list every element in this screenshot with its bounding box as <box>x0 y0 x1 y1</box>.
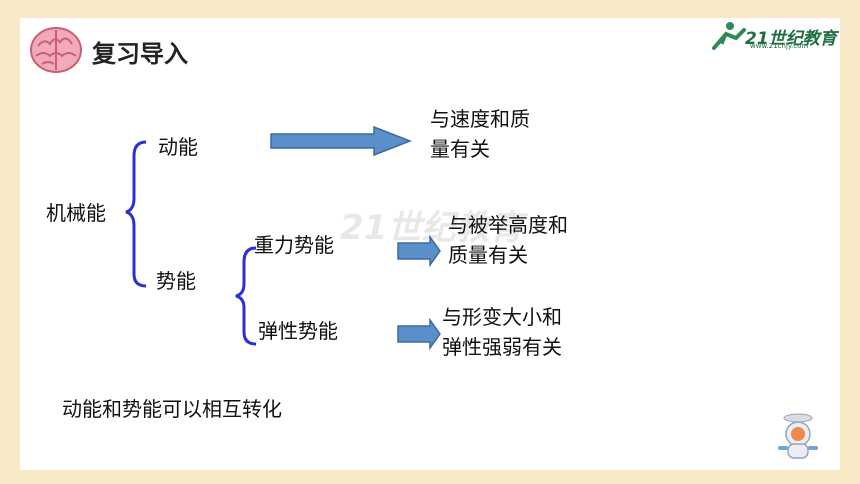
brain-icon <box>30 27 82 73</box>
note-kinetic-line1: 与速度和质 <box>430 107 530 131</box>
kinetic-arrow <box>270 125 413 157</box>
grav-arrow <box>397 234 441 268</box>
node-mechanical-energy: 机械能 <box>46 201 106 225</box>
note-kinetic-line2: 量有关 <box>430 137 490 161</box>
astronaut-icon <box>778 413 818 459</box>
note-grav-line2: 质量有关 <box>448 243 528 267</box>
logo-url: www.21cnjy.com <box>750 42 809 50</box>
logo-text: 21世纪教育 <box>745 29 837 49</box>
note-grav-line1: 与被举高度和 <box>448 213 568 237</box>
conclusion-text: 动能和势能可以相互转化 <box>62 397 282 421</box>
note-elastic-line1: 与形变大小和 <box>442 305 562 329</box>
sub-brace <box>235 246 257 346</box>
elastic-arrow <box>397 317 441 351</box>
main-brace <box>125 140 147 288</box>
node-gravitational-potential: 重力势能 <box>254 233 334 257</box>
node-elastic-potential: 弹性势能 <box>258 319 338 343</box>
page-title: 复习导入 <box>92 40 188 68</box>
note-elastic-line2: 弹性强弱有关 <box>442 335 562 359</box>
logo-icon <box>712 22 746 50</box>
node-potential-energy: 势能 <box>156 269 196 293</box>
node-kinetic-energy: 动能 <box>158 135 198 159</box>
